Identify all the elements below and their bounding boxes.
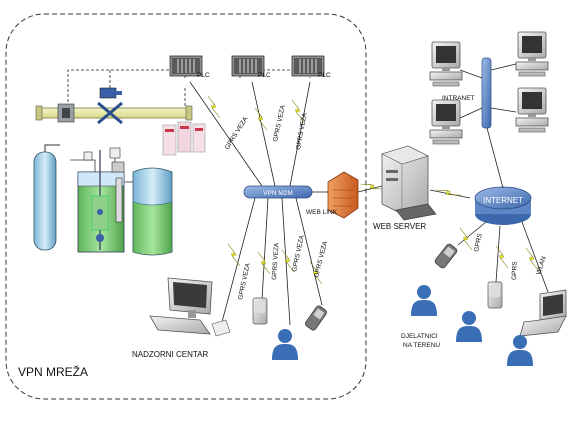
gprs-bolt-icon	[207, 95, 221, 119]
mobile-phone-icon	[434, 243, 458, 269]
gprs-link-label: GPRS VEZA	[237, 262, 252, 300]
pipeline	[35, 87, 193, 125]
field-worker-icon	[507, 335, 533, 366]
firewall-icon	[327, 171, 359, 219]
link-bolt-icon	[360, 174, 386, 199]
gprs-bolt-icon	[227, 243, 241, 267]
gprs-link-label: GPRS VEZA	[295, 112, 308, 151]
pda-device-icon	[487, 281, 503, 309]
pda-device-icon	[252, 297, 268, 325]
control-cabinets	[162, 121, 206, 156]
vpn-network-boundary	[5, 13, 367, 400]
plc-unit-3: PLC	[291, 55, 331, 79]
web-server-icon	[381, 145, 437, 221]
pressure-tank-icon	[33, 144, 60, 251]
link-server-internet	[429, 189, 471, 199]
field-workers-label-line2: NA TERENU	[403, 342, 440, 349]
plc-label-1: PLC	[197, 72, 210, 79]
vpn-network-label: VPN MREŽA	[18, 364, 88, 379]
laptop-icon	[519, 289, 567, 337]
field-worker-icon	[272, 329, 298, 360]
plc-unit-1: PLC	[169, 55, 210, 79]
control-center-computer-icon	[149, 277, 213, 335]
actuator-icon	[99, 87, 117, 99]
plc-label-3: PLC	[318, 72, 331, 79]
intranet-label: INTRANET	[442, 95, 475, 102]
gprs-bolt-icon	[254, 107, 268, 131]
mobile-phone-icon	[305, 305, 327, 331]
intranet-switch	[481, 57, 492, 129]
intranet-pc-icon	[429, 99, 463, 145]
gprs-links-plc	[189, 81, 311, 187]
plc-unit-2: PLC	[231, 55, 271, 79]
internet-label: INTERNET	[483, 196, 523, 205]
gprs-link-label: GPRS VEZA	[291, 234, 306, 272]
vpn-m2m-hub: VPN M2M	[243, 185, 313, 199]
gprs-link-label: GPRS VEZA	[272, 104, 287, 142]
field-worker-icon	[411, 285, 437, 316]
intranet-pc-icon	[429, 41, 463, 87]
control-center-modem-icon	[211, 319, 231, 337]
internet-node: INTERNET	[474, 186, 532, 225]
gprs-bolt-icon	[459, 227, 473, 251]
internet-mobile-links	[457, 221, 549, 293]
gprs-label: GPRS	[473, 232, 484, 252]
level-sensor-icon	[111, 161, 125, 223]
wlan-label: WLAN	[535, 255, 548, 275]
web-link-label: WEB LINK	[306, 209, 338, 216]
plc-label-2: PLC	[258, 72, 271, 79]
field-worker-icon	[456, 311, 482, 342]
wlan-bolt-icon	[525, 247, 539, 271]
water-tank-icon	[124, 167, 173, 256]
intranet-pc-icon	[515, 31, 549, 77]
link-firewall-server	[357, 185, 383, 193]
web-server-label: WEB SERVER	[373, 222, 426, 231]
vpn-m2m-label: VPN M2M	[263, 190, 293, 197]
intranet-links	[459, 63, 517, 189]
gprs-link-label: GPRS VEZA	[271, 242, 281, 280]
valve-icon	[97, 101, 123, 125]
gprs-link-label: GPRS VEZA	[224, 115, 250, 151]
intranet-pc-icon	[515, 87, 549, 133]
gprs-link-label: GPRS VEZA	[313, 240, 329, 278]
gprs-label: GPRS	[511, 261, 519, 280]
field-workers-label-line1: DJELATNICI	[401, 333, 438, 340]
link-bolt-icon	[436, 180, 462, 205]
control-center-label: NADZORNI CENTAR	[132, 350, 209, 359]
